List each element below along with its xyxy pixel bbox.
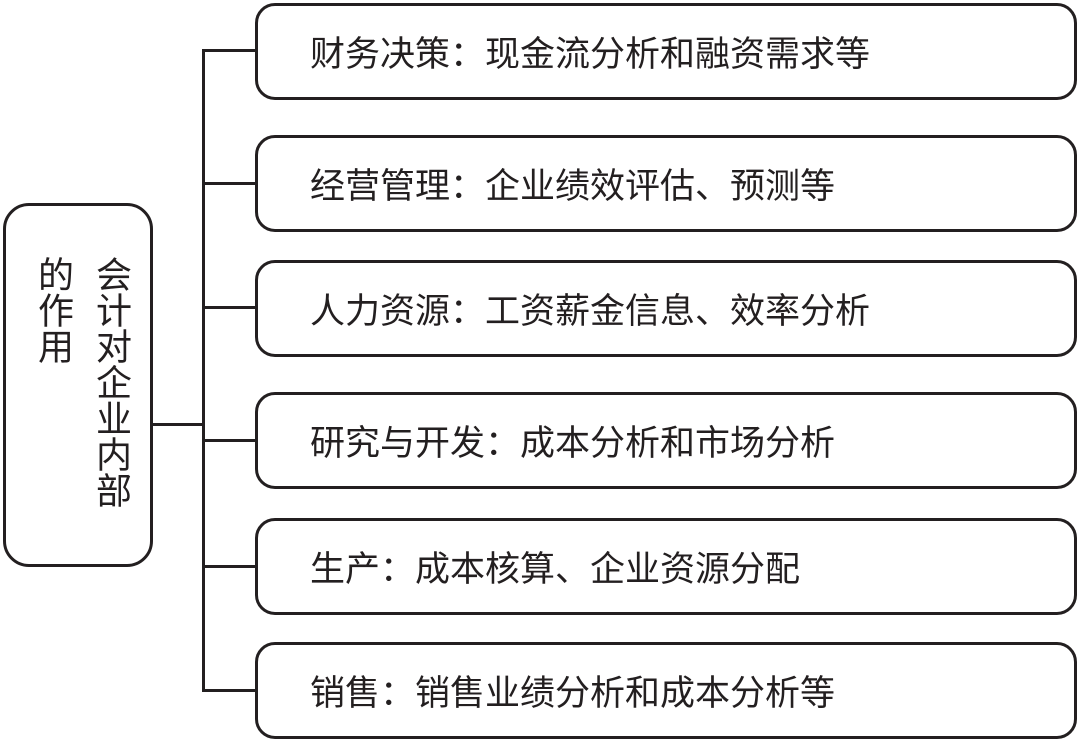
node-finance: 财务决策：现金流分析和融资需求等	[255, 3, 1077, 100]
node-production: 生产：成本核算、企业资源分配	[255, 518, 1077, 615]
root-node: 会计对企业内部 的作用	[3, 203, 153, 567]
branch-line	[202, 182, 257, 185]
node-hr: 人力资源：工资薪金信息、效率分析	[255, 260, 1077, 357]
branch-line	[202, 49, 257, 52]
node-label: 生产：成本核算、企业资源分配	[310, 550, 801, 590]
node-rnd: 研究与开发：成本分析和市场分析	[255, 392, 1077, 489]
root-title-line2: 的作用	[32, 256, 73, 364]
node-label: 研究与开发：成本分析和市场分析	[310, 424, 836, 464]
branch-line	[202, 565, 257, 568]
node-label: 财务决策：现金流分析和融资需求等	[310, 35, 871, 75]
trunk-line	[202, 49, 205, 692]
branch-line	[202, 306, 257, 309]
node-label: 人力资源：工资薪金信息、效率分析	[310, 292, 871, 332]
node-label: 经营管理：企业绩效评估、预测等	[310, 167, 836, 207]
node-management: 经营管理：企业绩效评估、预测等	[255, 135, 1077, 232]
branch-line	[202, 439, 257, 442]
node-sales: 销售：销售业绩分析和成本分析等	[255, 642, 1077, 739]
node-label: 销售：销售业绩分析和成本分析等	[310, 674, 836, 714]
branch-line	[202, 689, 257, 692]
root-connector	[153, 423, 205, 426]
root-title-line1: 会计对企业内部	[90, 256, 131, 508]
